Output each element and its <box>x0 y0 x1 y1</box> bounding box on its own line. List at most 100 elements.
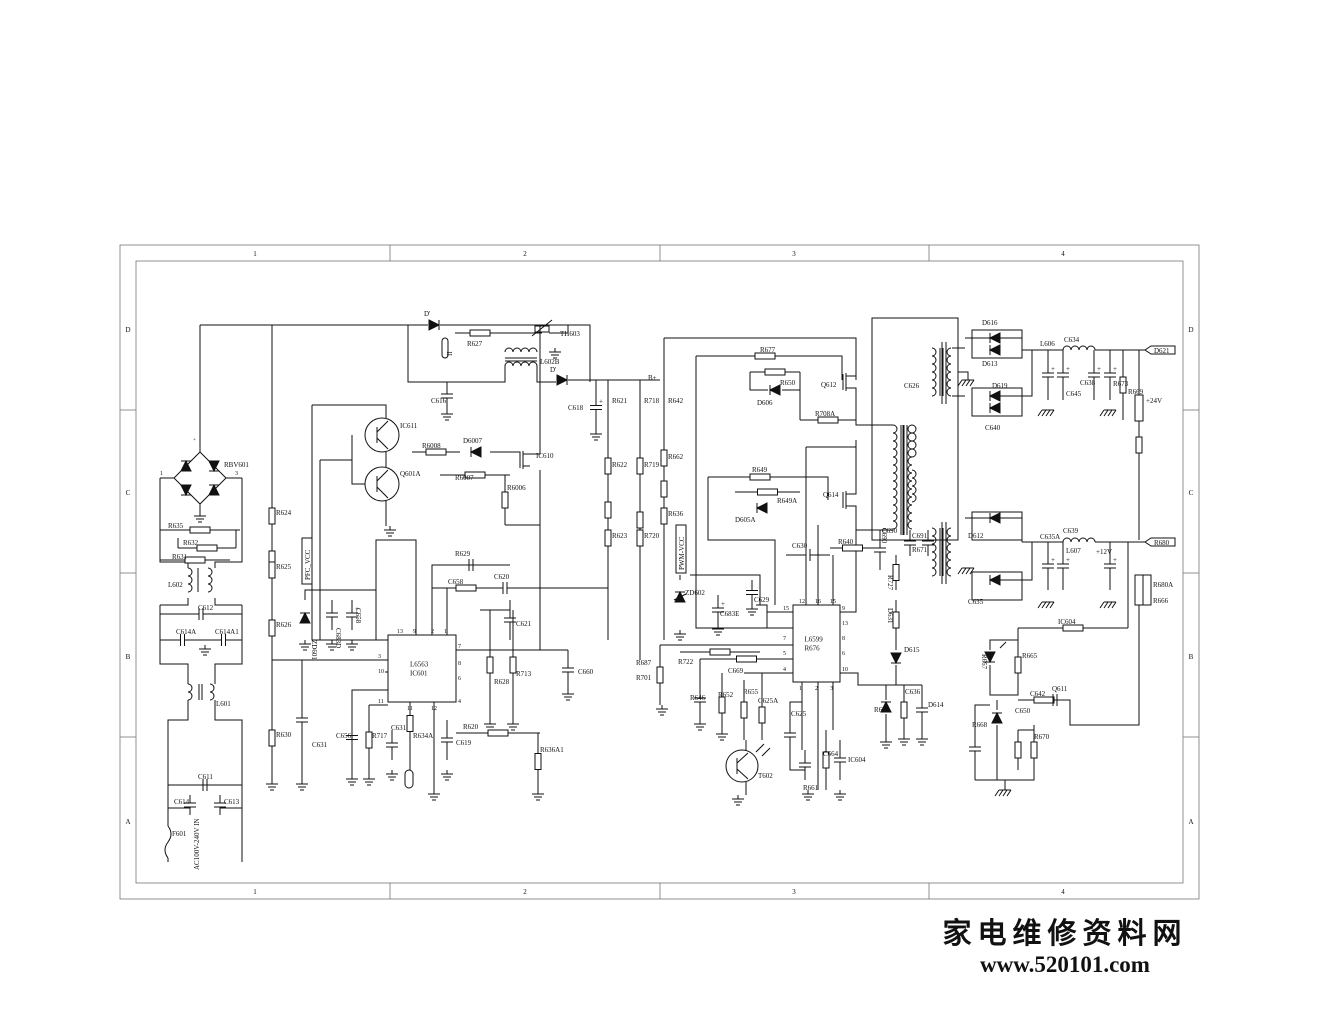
pin-number: 11 <box>378 699 384 705</box>
transistor-body <box>364 417 400 453</box>
wire <box>490 451 521 460</box>
wire <box>159 605 189 684</box>
component-label: C639 <box>1063 527 1079 535</box>
resistor <box>718 696 726 714</box>
chassis-ground <box>961 567 967 575</box>
resistor <box>892 564 900 581</box>
diode-pair-box <box>971 387 1023 417</box>
net-port <box>1144 345 1176 355</box>
resistor <box>1033 696 1055 704</box>
col-label: 3 <box>792 888 796 896</box>
diode <box>988 390 1001 402</box>
component-label: D613 <box>982 360 998 368</box>
row-label: A <box>1188 818 1193 826</box>
component-label: IC604 <box>1058 618 1076 626</box>
component-label: R719 <box>644 461 660 469</box>
resistor <box>196 544 218 552</box>
resistor <box>1014 656 1022 674</box>
component-label: R624 <box>276 509 292 517</box>
resistor <box>817 416 839 424</box>
component-label: C669 <box>728 667 744 675</box>
wire <box>958 371 969 380</box>
component-label: C690 <box>880 528 888 544</box>
pin-number: 13 <box>397 629 403 635</box>
component-label: R636 <box>668 510 684 518</box>
component-label: D616 <box>982 319 998 327</box>
component-label: T602 <box>758 772 773 780</box>
chassis-ground <box>1037 601 1043 609</box>
pin-number: 3 <box>378 654 381 660</box>
resistor <box>754 352 776 360</box>
resistor <box>268 619 276 637</box>
wires <box>159 324 1145 862</box>
diode <box>988 332 1001 344</box>
inductor-coil <box>911 469 917 503</box>
resistor <box>604 529 612 547</box>
chassis-ground <box>965 379 971 387</box>
component-label: R621 <box>612 397 628 405</box>
resistor <box>660 507 668 525</box>
wire <box>853 440 857 495</box>
component-label: R642 <box>668 397 684 405</box>
inductor-coil <box>946 347 952 397</box>
watermark-title: 家电维修资料网 <box>942 916 1188 950</box>
chassis-ground <box>1111 409 1117 417</box>
polarity-mark: + <box>1113 556 1117 564</box>
wire <box>311 405 388 641</box>
transistor-collector <box>736 752 749 764</box>
component-label: R665 <box>1022 652 1038 660</box>
photo-arrow <box>755 743 765 753</box>
component-label: C614 <box>174 798 190 806</box>
net-label: PWM-VCC <box>678 536 686 570</box>
polarity-mark: + <box>1113 365 1117 373</box>
component-label: B+ <box>648 374 657 382</box>
wire <box>505 470 541 526</box>
row-label: D <box>1188 326 1193 334</box>
polarity-mark: + <box>1066 365 1070 373</box>
component-label: R667 <box>980 654 988 670</box>
chassis-ground <box>1099 601 1105 609</box>
component-label: IC610 <box>536 452 554 460</box>
diode <box>768 384 781 396</box>
wire <box>214 598 242 606</box>
wire <box>695 356 786 629</box>
resistor <box>736 655 757 663</box>
component-label: R661 <box>803 784 819 792</box>
component-label: C613 <box>224 798 240 806</box>
component-label: R623 <box>612 532 628 540</box>
wire <box>853 505 857 530</box>
inductor-coil <box>209 683 215 701</box>
diode <box>208 460 220 473</box>
net-label-box <box>301 537 313 585</box>
diode <box>299 611 311 624</box>
chassis-ground <box>1041 601 1047 609</box>
thermistor-arrow <box>531 319 553 337</box>
wire <box>1000 542 1033 581</box>
pin-number: 9 <box>413 629 416 635</box>
inductor-coil <box>931 527 937 577</box>
component-label: R652 <box>718 691 734 699</box>
chassis-ground <box>1041 409 1047 417</box>
inductor-coil <box>911 424 917 458</box>
wire <box>440 324 591 382</box>
resistor <box>469 329 491 337</box>
resistor <box>1142 574 1152 606</box>
wire <box>756 604 768 628</box>
wire <box>312 404 387 418</box>
component-label: R632 <box>183 539 199 547</box>
diode <box>988 402 1001 414</box>
polarity-mark: + <box>1051 556 1055 564</box>
diode <box>208 483 220 496</box>
component-label: C635 <box>968 598 984 606</box>
pin-number: 1 <box>160 471 163 477</box>
chassis-ground <box>957 379 963 387</box>
photo-arrow <box>999 641 1007 649</box>
component-label: C629 <box>754 596 770 604</box>
wire <box>159 478 189 568</box>
chassis-ground <box>1103 601 1109 609</box>
diode <box>890 652 902 665</box>
diode <box>469 446 482 458</box>
component-label: C612 <box>198 604 214 612</box>
fuse-symbol <box>164 825 172 859</box>
component-label: R649 <box>752 466 768 474</box>
